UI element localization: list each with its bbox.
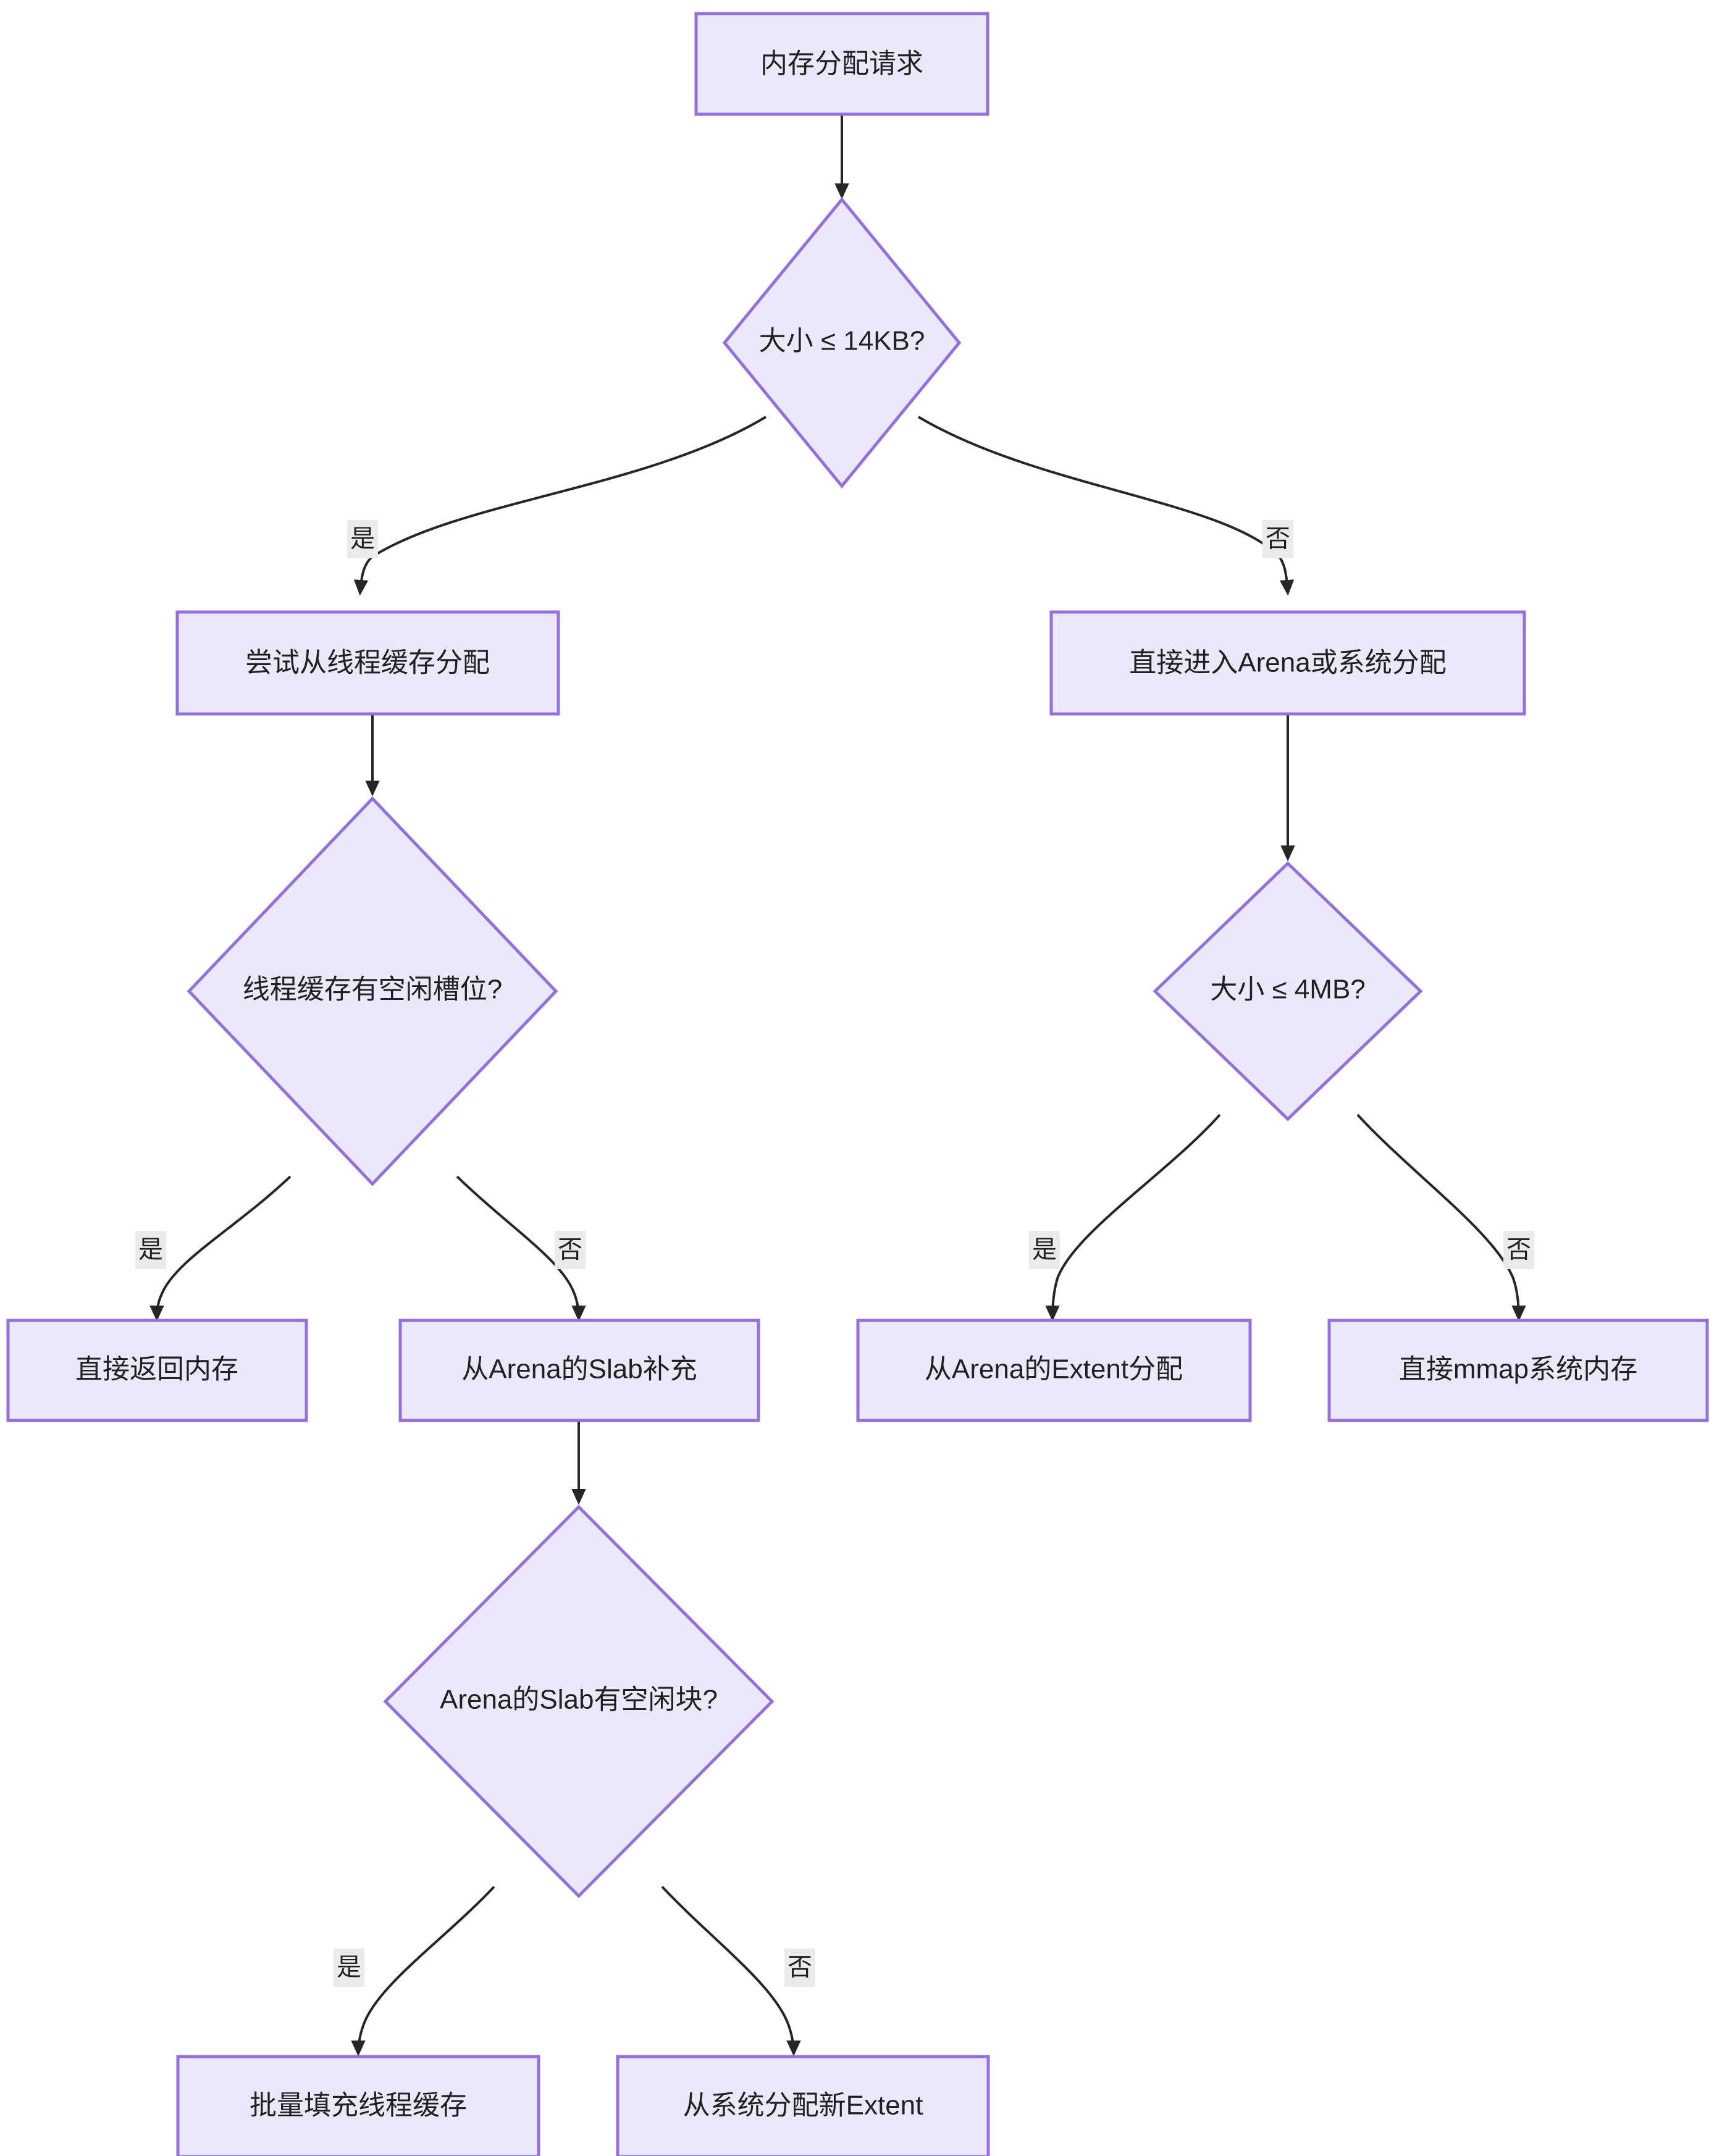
- edge-slotcheck-yes-to-returnmem: [149, 1175, 292, 1322]
- edge-layer: [149, 114, 1526, 2057]
- node-memory-allocation-request[interactable]: 内存分配请求: [694, 12, 989, 116]
- edge-label-text: 否: [1266, 526, 1290, 553]
- edge-label-text: 是: [337, 1954, 361, 1981]
- edge-label-size4mb-no: 否: [1503, 1231, 1534, 1269]
- node-decision-arena-slab-free-block[interactable]: Arena的Slab有空闲块?: [383, 1504, 775, 1898]
- edge-size4mb-no-to-mmap: [1356, 1114, 1526, 1322]
- node-decision-size-4mb[interactable]: 大小 ≤ 4MB?: [1153, 861, 1423, 1122]
- edge-label-slotcheck-yes: 是: [135, 1231, 166, 1269]
- edge-label-text: 否: [1506, 1236, 1531, 1264]
- node-label: 从Arena的Extent分配: [925, 1354, 1183, 1385]
- edge-label-text: 是: [138, 1236, 163, 1264]
- edge-label-slabfreecheck-yes: 是: [334, 1948, 364, 1987]
- node-label: 从系统分配新Extent: [683, 2091, 923, 2121]
- edge-label-slabfreecheck-no: 否: [784, 1948, 815, 1987]
- node-label: 从Arena的Slab补充: [461, 1354, 697, 1385]
- node-return-memory-directly[interactable]: 直接返回内存: [6, 1319, 308, 1422]
- edge-size14kb-yes-to-threadcache: [353, 416, 767, 596]
- edge-size14kb-no-to-arena: [917, 416, 1295, 596]
- node-decision-thread-cache-free-slot[interactable]: 线程缓存有空闲槽位?: [187, 796, 558, 1186]
- edge-label-text: 是: [1032, 1236, 1057, 1264]
- node-label: 内存分配请求: [760, 49, 923, 79]
- node-bulk-fill-thread-cache[interactable]: 批量填充线程缓存: [176, 2055, 540, 2156]
- node-label: 大小 ≤ 4MB?: [1210, 975, 1366, 1005]
- node-refill-from-arena-slab[interactable]: 从Arena的Slab补充: [398, 1319, 760, 1422]
- edge-label-size14kb-no: 否: [1262, 520, 1293, 558]
- edge-label-size4mb-yes: 是: [1029, 1231, 1060, 1269]
- node-label: Arena的Slab有空闲块?: [440, 1685, 718, 1715]
- node-decision-size-14kb[interactable]: 大小 ≤ 14KB?: [722, 197, 962, 489]
- node-layer: 内存分配请求 大小 ≤ 14KB? 尝试从线程缓存分配 直接进入Arena或系统…: [6, 12, 1709, 2156]
- edge-label-size14kb-yes: 是: [347, 520, 378, 558]
- edge-slotcheck-no-to-slabrefill: [456, 1175, 586, 1322]
- edge-label-slotcheck-no: 否: [555, 1231, 586, 1269]
- edge-size4mb-yes-to-extentalloc: [1045, 1114, 1221, 1322]
- node-label: 大小 ≤ 14KB?: [759, 326, 925, 356]
- node-label: 直接进入Arena或系统分配: [1129, 648, 1446, 678]
- edge-slabfreecheck-yes-to-bulkfill: [351, 1885, 495, 2057]
- edge-label-text: 否: [558, 1236, 582, 1264]
- node-label: 批量填充线程缓存: [250, 2091, 467, 2121]
- node-label: 直接mmap系统内存: [1399, 1354, 1637, 1385]
- node-alloc-new-extent-from-system[interactable]: 从系统分配新Extent: [616, 2055, 990, 2156]
- node-label: 尝试从线程缓存分配: [245, 648, 490, 678]
- edge-label-text: 是: [350, 526, 375, 553]
- edge-slabfreecheck-no-to-newextent: [661, 1885, 801, 2057]
- node-try-thread-cache-alloc[interactable]: 尝试从线程缓存分配: [175, 610, 560, 716]
- node-label: 线程缓存有空闲槽位?: [243, 975, 502, 1005]
- node-alloc-from-arena-extent[interactable]: 从Arena的Extent分配: [856, 1319, 1252, 1422]
- edge-label-text: 否: [788, 1954, 812, 1981]
- edge-label-layer: 是 否 是 否 是 否: [135, 520, 1534, 1987]
- node-label: 直接返回内存: [75, 1354, 238, 1385]
- node-direct-arena-or-system-alloc[interactable]: 直接进入Arena或系统分配: [1049, 610, 1526, 716]
- node-direct-mmap-system-memory[interactable]: 直接mmap系统内存: [1327, 1319, 1709, 1422]
